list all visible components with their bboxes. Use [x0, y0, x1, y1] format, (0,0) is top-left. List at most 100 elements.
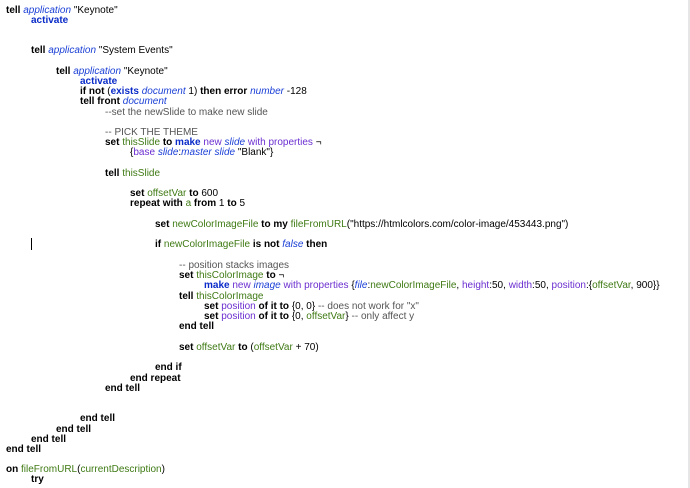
scrollbar-track[interactable]: [688, 0, 690, 488]
code-token: :{: [585, 280, 593, 291]
code-token: thisSlide: [122, 137, 161, 148]
code-token: position: [221, 301, 256, 312]
code-line[interactable]: {base slide:master slide "Blank"}: [130, 147, 273, 159]
code-token: end tell: [56, 424, 92, 435]
code-token: position: [551, 280, 586, 291]
code-token: end if: [155, 362, 182, 373]
code-token: of it to: [255, 301, 292, 312]
code-line[interactable]: tell front document: [80, 96, 167, 108]
code-token: {: [348, 280, 355, 291]
code-line[interactable]: set newColorImageFile to my fileFromURL(…: [155, 219, 568, 231]
code-line[interactable]: end tell: [56, 424, 91, 436]
code-line[interactable]: end repeat: [130, 373, 181, 385]
code-line[interactable]: set thisSlide to make new slide with pro…: [105, 137, 322, 149]
code-token: if not: [80, 86, 108, 97]
code-token: }: [345, 311, 352, 322]
code-token: base: [133, 147, 158, 158]
code-token: newColorImageFile: [172, 219, 259, 230]
code-token: set: [155, 219, 173, 230]
code-token: master slide: [181, 147, 236, 158]
code-token: :50,: [532, 280, 552, 291]
code-token: to: [235, 342, 251, 353]
code-line[interactable]: end tell: [6, 444, 41, 456]
code-token: currentDescription: [80, 464, 162, 475]
code-token: end tell: [31, 434, 67, 445]
code-token: -128: [284, 86, 307, 97]
code-token: repeat with: [130, 198, 186, 209]
code-line[interactable]: try: [31, 474, 44, 486]
code-line[interactable]: end if: [155, 362, 182, 374]
code-line[interactable]: repeat with a from 1 to 5: [130, 198, 245, 210]
code-token: from: [191, 198, 219, 209]
code-line[interactable]: on fileFromURL(currentDescription): [6, 464, 165, 476]
code-token: set: [204, 311, 222, 322]
code-token: try: [31, 474, 44, 485]
code-token: if: [155, 239, 164, 250]
code-token: {0,: [291, 311, 307, 322]
code-token: "Blank"}: [235, 147, 274, 158]
code-line[interactable]: activate: [31, 15, 68, 27]
code-token: is not: [250, 239, 283, 250]
code-token: application: [73, 66, 122, 77]
code-token: application: [48, 45, 97, 56]
text-cursor: [31, 238, 32, 250]
code-line[interactable]: tell thisColorImage: [179, 291, 264, 303]
code-token: thisSlide: [122, 168, 161, 179]
code-line[interactable]: tell application "Keynote": [6, 5, 118, 17]
code-line[interactable]: set position of it to {0, offsetVar} -- …: [204, 311, 414, 323]
code-line[interactable]: if newColorImageFile is not false then: [155, 239, 327, 251]
code-token: end tell: [6, 444, 42, 455]
code-token: activate: [31, 15, 69, 26]
code-token: then: [303, 239, 328, 250]
code-token: make: [175, 137, 204, 148]
code-token: tell: [31, 45, 49, 56]
code-line[interactable]: tell application "Keynote": [56, 66, 168, 78]
code-token: tell: [6, 5, 24, 16]
code-token: set: [204, 301, 222, 312]
code-token: end repeat: [130, 373, 181, 384]
code-line[interactable]: -- position stacks images: [179, 260, 289, 272]
code-token: {: [130, 147, 134, 158]
code-token: --set the newSlide to make new slide: [105, 107, 268, 118]
code-token: -- position stacks images: [179, 260, 290, 271]
code-token: height: [461, 280, 490, 291]
code-token: set: [179, 342, 197, 353]
code-line[interactable]: set offsetVar to (offsetVar + 70): [179, 342, 319, 354]
code-line[interactable]: end tell: [80, 413, 115, 425]
code-token: document: [122, 96, 167, 107]
code-line[interactable]: end tell: [105, 383, 140, 395]
code-token: ,: [456, 280, 462, 291]
code-token: :: [178, 147, 182, 158]
code-token: position: [221, 311, 256, 322]
code-token: offsetVar: [306, 311, 346, 322]
code-token: on: [6, 464, 21, 475]
code-token: width: [508, 280, 533, 291]
code-token: document: [141, 86, 186, 97]
code-token: ): [161, 464, 165, 475]
code-token: -- PICK THE THEME: [105, 127, 198, 138]
code-line[interactable]: if not (exists document 1) then error nu…: [80, 86, 307, 98]
code-line[interactable]: tell application "System Events": [31, 45, 173, 57]
code-token: offsetVar: [253, 342, 293, 353]
code-token: , 900}}: [630, 280, 660, 291]
code-token: 600: [201, 188, 219, 199]
code-token: newColorImageFile: [163, 239, 251, 250]
code-line[interactable]: --set the newSlide to make new slide: [105, 107, 268, 119]
code-token: to: [186, 188, 202, 199]
code-line[interactable]: tell thisSlide: [105, 168, 160, 180]
code-line[interactable]: -- PICK THE THEME: [105, 127, 198, 139]
code-token: then error: [200, 86, 251, 97]
code-token: end tell: [105, 383, 141, 394]
code-line[interactable]: set offsetVar to 600: [130, 188, 218, 200]
code-token: to: [160, 137, 176, 148]
code-line[interactable]: activate: [80, 76, 117, 88]
code-line[interactable]: end tell: [31, 434, 66, 446]
code-line[interactable]: set position of it to {0, 0} -- does not…: [204, 301, 419, 313]
code-token: 1: [218, 198, 228, 209]
code-line[interactable]: make new image with properties {file:new…: [204, 280, 660, 292]
code-line[interactable]: end tell: [179, 321, 214, 333]
code-line[interactable]: set thisColorImage to ¬: [179, 270, 284, 282]
code-token: ¬: [312, 137, 322, 148]
code-token: set: [179, 270, 197, 281]
